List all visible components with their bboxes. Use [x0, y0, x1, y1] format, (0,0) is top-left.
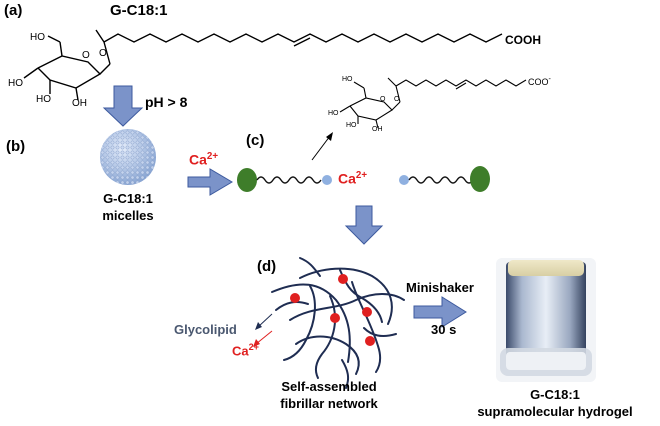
micelle-sphere-texture — [100, 129, 156, 185]
network-line1: Self-assembled — [281, 379, 377, 394]
right-arrow-ca — [187, 168, 233, 196]
ph-condition: pH > 8 — [145, 94, 188, 110]
down-arrow-network — [344, 205, 384, 245]
carboxylate-charge: - — [548, 76, 551, 83]
carboxylate-label: COO- — [528, 76, 551, 87]
carboxylate-text: COO — [528, 77, 549, 87]
panel-label-c: (c) — [246, 132, 265, 149]
atom-o-small-ring: O — [380, 96, 386, 103]
atom-ho-small-2: HO — [328, 110, 339, 117]
network-label: Self-assembled fibrillar network — [264, 378, 394, 412]
hydrogel-label: G-C18:1 supramolecular hydrogel — [470, 386, 640, 420]
fibrillar-network — [271, 257, 405, 389]
calcium-label-c: Ca2+ — [338, 170, 367, 187]
panel-label-b: (b) — [6, 138, 26, 155]
panel-label-d: (d) — [257, 258, 277, 275]
micelles-label: G-C18:1 micelles — [86, 190, 170, 224]
calcium-charge: 2+ — [206, 151, 219, 162]
atom-oh-small: OH — [372, 126, 383, 133]
network-line2: fibrillar network — [280, 396, 378, 411]
calcium-label-b: Ca2+ — [189, 151, 218, 168]
micelles-line1: G-C18:1 — [103, 191, 153, 206]
atom-ho-small-3: HO — [346, 122, 357, 129]
atom-ho-3: HO — [36, 94, 51, 105]
calcium-charge: 2+ — [248, 342, 259, 352]
atom-ho-1: HO — [30, 32, 45, 43]
atom-oh-1: OH — [72, 98, 87, 109]
atom-o-ring: O — [82, 50, 90, 61]
atom-ho-small-1: HO — [342, 76, 353, 83]
calcium-symbol: Ca — [189, 151, 207, 168]
atom-ho-2: HO — [8, 78, 23, 89]
molecule-name: G-C18:1 — [110, 2, 168, 19]
calcium-symbol: Ca — [338, 170, 356, 187]
atom-o-link: O — [99, 48, 107, 59]
calcium-dots — [290, 274, 375, 346]
glycolipid-model-right — [399, 166, 490, 192]
acid-group-label: COOH — [505, 33, 541, 47]
atom-o-small-link: O — [394, 96, 400, 103]
hydrogel-vial — [496, 258, 596, 382]
down-arrow-ph — [102, 85, 144, 127]
right-arrow-minishaker — [413, 296, 467, 328]
sugar-ring-small — [339, 77, 527, 129]
glycolipid-legend-label: Glycolipid — [174, 322, 237, 337]
calcium-symbol: Ca — [232, 343, 249, 359]
hydrogel-line1: G-C18:1 — [530, 387, 580, 402]
calcium-legend-arrow — [255, 330, 273, 345]
glycolipid-legend-arrow — [257, 313, 273, 328]
sugar-ring-large — [23, 29, 503, 101]
time-label: 30 s — [431, 322, 457, 337]
calcium-legend-label: Ca2+ — [232, 342, 259, 358]
glycolipid-model-left — [237, 168, 332, 192]
micelles-line2: micelles — [102, 208, 154, 223]
calcium-charge: 2+ — [355, 170, 368, 181]
hydrogel-line2: supramolecular hydrogel — [477, 404, 633, 419]
minishaker-label: Minishaker — [406, 280, 474, 295]
panel-label-a: (a) — [4, 2, 23, 19]
pointer-arrow — [311, 135, 331, 161]
